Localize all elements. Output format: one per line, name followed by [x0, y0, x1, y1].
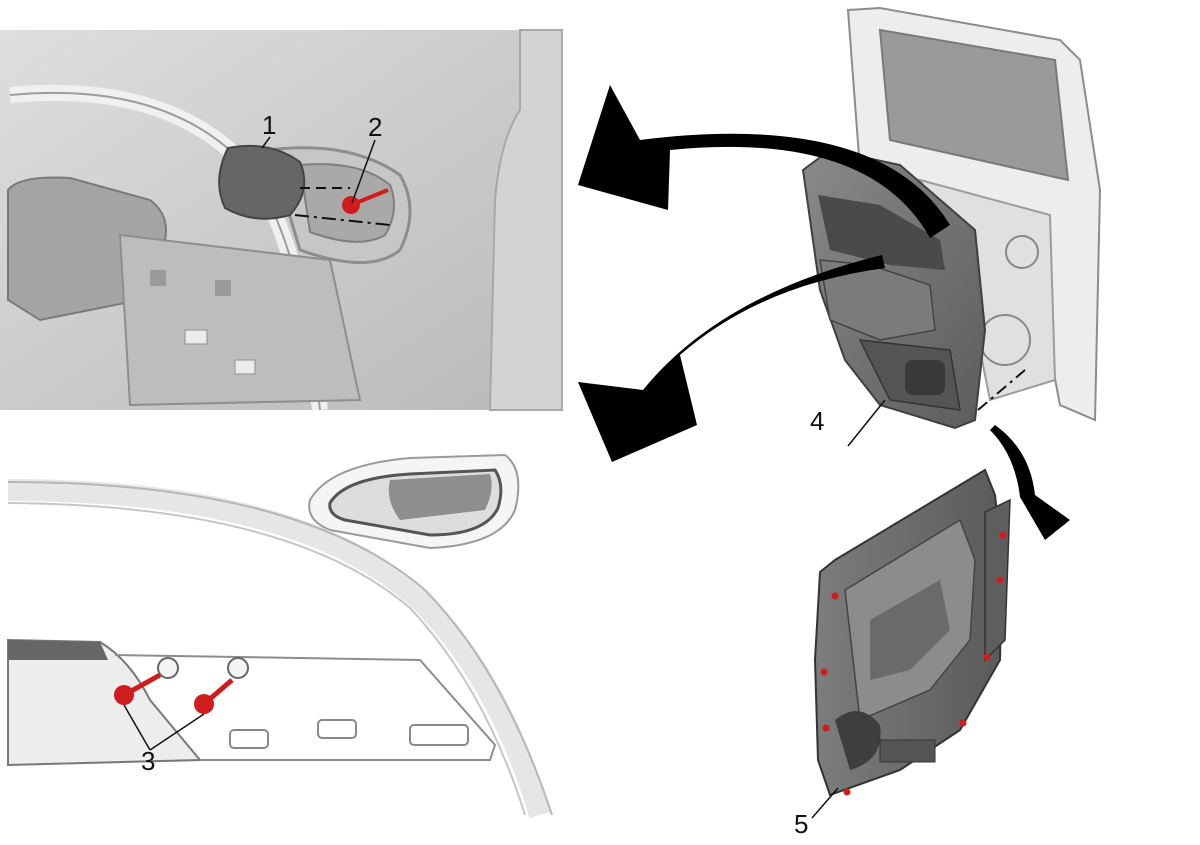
- arrow-upper-left: [578, 85, 950, 238]
- arrow-lower-left: [578, 255, 885, 462]
- callout-5: 5: [794, 809, 808, 839]
- closeup-screw-panel: [7, 453, 553, 819]
- direction-arrows: [578, 85, 1070, 540]
- callout-2: 2: [368, 112, 382, 142]
- screw-3b: [194, 678, 234, 714]
- retaining-clip: [820, 531, 1007, 796]
- screw-3a: [114, 672, 162, 705]
- door-assembly: [801, 6, 1102, 447]
- callout-1: 1: [262, 110, 276, 140]
- screw-2: [342, 188, 389, 214]
- closeup-handle-panel: [0, 29, 563, 411]
- arrow-down: [990, 425, 1070, 540]
- trim-panel-back-5: [811, 468, 1011, 819]
- callout-3: 3: [141, 746, 155, 776]
- callout-4: 4: [810, 406, 824, 436]
- cover-cap-1: [218, 144, 306, 220]
